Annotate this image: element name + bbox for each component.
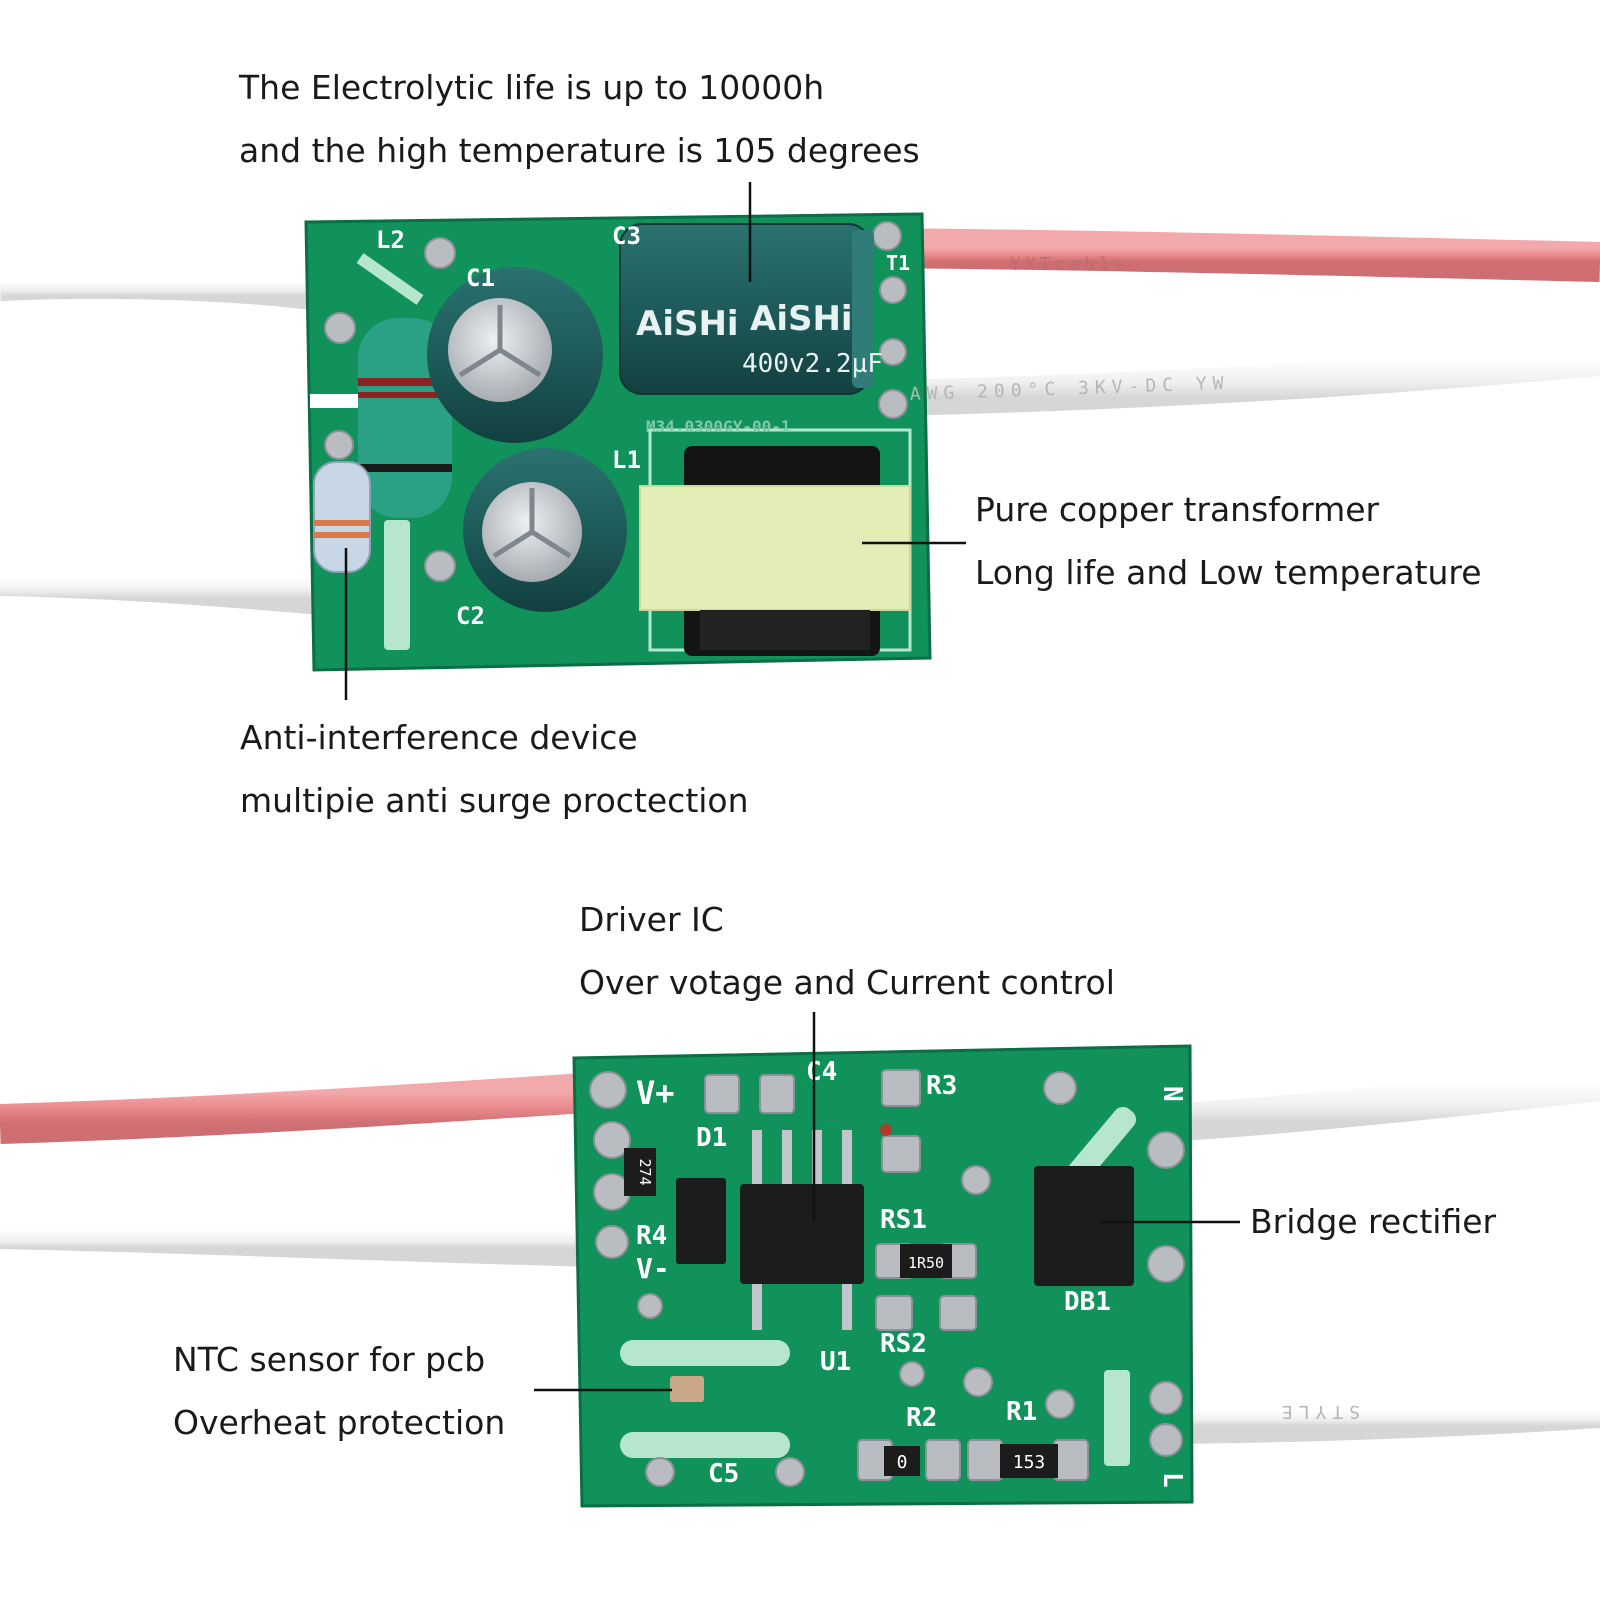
smd-code-274: 274 xyxy=(636,1158,654,1185)
callout-lines xyxy=(344,182,1240,1392)
silk-c2: C2 xyxy=(456,602,485,630)
cap-rating-label: 400v2.2µF xyxy=(742,349,883,379)
annotation-anti-interference: Anti-interference device multipie anti s… xyxy=(240,706,749,832)
smd-code-0: 0 xyxy=(897,1452,908,1473)
top-red-wire xyxy=(879,228,1600,282)
bottom-silk-shapes xyxy=(620,1106,1137,1466)
annotation-anti-interference-line2: multipie anti surge proctection xyxy=(240,781,749,820)
silk-t1: T1 xyxy=(886,251,910,275)
silk-r1: R1 xyxy=(1006,1397,1037,1427)
red-wire-print: YXTcable xyxy=(1010,254,1129,275)
annotation-electrolytic-line2: and the high temperature is 105 degrees xyxy=(239,131,920,170)
top-silkscreen: L2 C1 C3 L1 T1 C2 M34.0300GY-00-1 xyxy=(376,222,910,630)
top-left-white-wire-lower xyxy=(0,560,337,616)
bottom-white-wire-left xyxy=(0,1211,601,1267)
silk-c4: C4 xyxy=(806,1057,837,1087)
bridge-rectifier-db1 xyxy=(1034,1166,1134,1286)
silk-r3: R3 xyxy=(926,1071,957,1101)
bottom-red-wire xyxy=(0,1072,602,1144)
driver-ic-u1 xyxy=(740,1130,864,1330)
smd-r2: 0 xyxy=(884,1446,920,1476)
fuse-resistor xyxy=(313,461,371,573)
cap-brand-label: AiSHi xyxy=(636,304,739,344)
bottom-board: 274 1R50 0 153 V+ V- C4 R3 D1 R4 RS1 RS2… xyxy=(0,1044,1600,1508)
annotation-transformer: Pure copper transformer Long life and Lo… xyxy=(975,478,1482,604)
bottom-silkscreen: V+ V- C4 R3 D1 R4 RS1 RS2 DB1 U1 R2 R1 C… xyxy=(636,1057,1187,1489)
annotation-bridge-line1: Bridge rectifier xyxy=(1250,1202,1497,1241)
capacitor-c2 xyxy=(463,448,627,612)
smd-code-153: 153 xyxy=(1013,1452,1046,1473)
annotation-driver-ic-line1: Driver IC xyxy=(579,900,724,939)
annotation-bridge: Bridge rectifier xyxy=(1250,1190,1496,1253)
transformer-t1 xyxy=(639,446,911,656)
bottom-wire-print: STYLE xyxy=(1276,1401,1360,1422)
annotation-electrolytic: The Electrolytic life is up to 10000h an… xyxy=(239,56,920,182)
silk-u1: U1 xyxy=(820,1347,851,1377)
top-right-white-wire xyxy=(889,340,1600,416)
capacitor-c3: AiSHi AiSHi 400v2.2µF xyxy=(619,223,883,395)
silk-rs2: RS2 xyxy=(880,1329,927,1359)
silk-d1: D1 xyxy=(696,1123,727,1153)
cap-brand-label-2: AiSHi xyxy=(750,299,853,339)
silk-l1: L1 xyxy=(612,446,641,474)
silk-r4: R4 xyxy=(636,1221,667,1251)
silk-board-code: M34.0300GY-00-1 xyxy=(646,417,791,436)
annotation-ntc-line1: NTC sensor for pcb xyxy=(173,1340,486,1379)
red-dot xyxy=(880,1124,892,1136)
silk-rs1: RS1 xyxy=(880,1205,927,1235)
silk-db1: DB1 xyxy=(1064,1287,1111,1317)
bottom-white-wire-right-upper xyxy=(1178,1063,1600,1141)
smd-r1: 153 xyxy=(1000,1444,1058,1478)
annotation-driver-ic: Driver IC Over votage and Current contro… xyxy=(579,888,1115,1014)
annotation-transformer-line2: Long life and Low temperature xyxy=(975,553,1482,592)
top-left-white-wire-upper xyxy=(0,262,343,314)
annotation-anti-interference-line1: Anti-interference device xyxy=(240,718,638,757)
pcb-silk-bar xyxy=(384,520,410,650)
smd-rs-1r50: 1R50 xyxy=(900,1244,952,1278)
pcb-slot xyxy=(310,394,360,408)
annotation-driver-ic-line2: Over votage and Current control xyxy=(579,963,1115,1002)
silk-r2: R2 xyxy=(906,1403,937,1433)
ntc-sensor xyxy=(670,1376,704,1402)
diode-d1 xyxy=(676,1178,726,1264)
silk-l2: L2 xyxy=(376,226,405,254)
silk-c1: C1 xyxy=(466,264,495,292)
capacitor-c1 xyxy=(427,267,603,443)
annotation-ntc-line2: Overheat protection xyxy=(173,1403,506,1442)
silk-vplus: V+ xyxy=(636,1074,675,1112)
silk-c3: C3 xyxy=(612,222,641,250)
annotation-electrolytic-line1: The Electrolytic life is up to 10000h xyxy=(239,68,825,107)
top-board: AiSHi AiSHi 400v2.2µF L2 C1 C3 L1 T1 C2 … xyxy=(0,212,1600,672)
bottom-white-wire-right-lower xyxy=(1179,1392,1600,1444)
annotation-transformer-line1: Pure copper transformer xyxy=(975,490,1380,529)
smd-code-1r50: 1R50 xyxy=(908,1254,944,1272)
smd-r274: 274 xyxy=(624,1148,656,1196)
silk-vminus: V- xyxy=(636,1252,670,1285)
top-solder-pads xyxy=(324,221,908,582)
annotation-ntc: NTC sensor for pcb Overheat protection xyxy=(173,1328,505,1454)
silk-c5: C5 xyxy=(708,1459,739,1489)
silk-n: N xyxy=(1157,1086,1187,1102)
silk-l: L xyxy=(1157,1472,1187,1488)
